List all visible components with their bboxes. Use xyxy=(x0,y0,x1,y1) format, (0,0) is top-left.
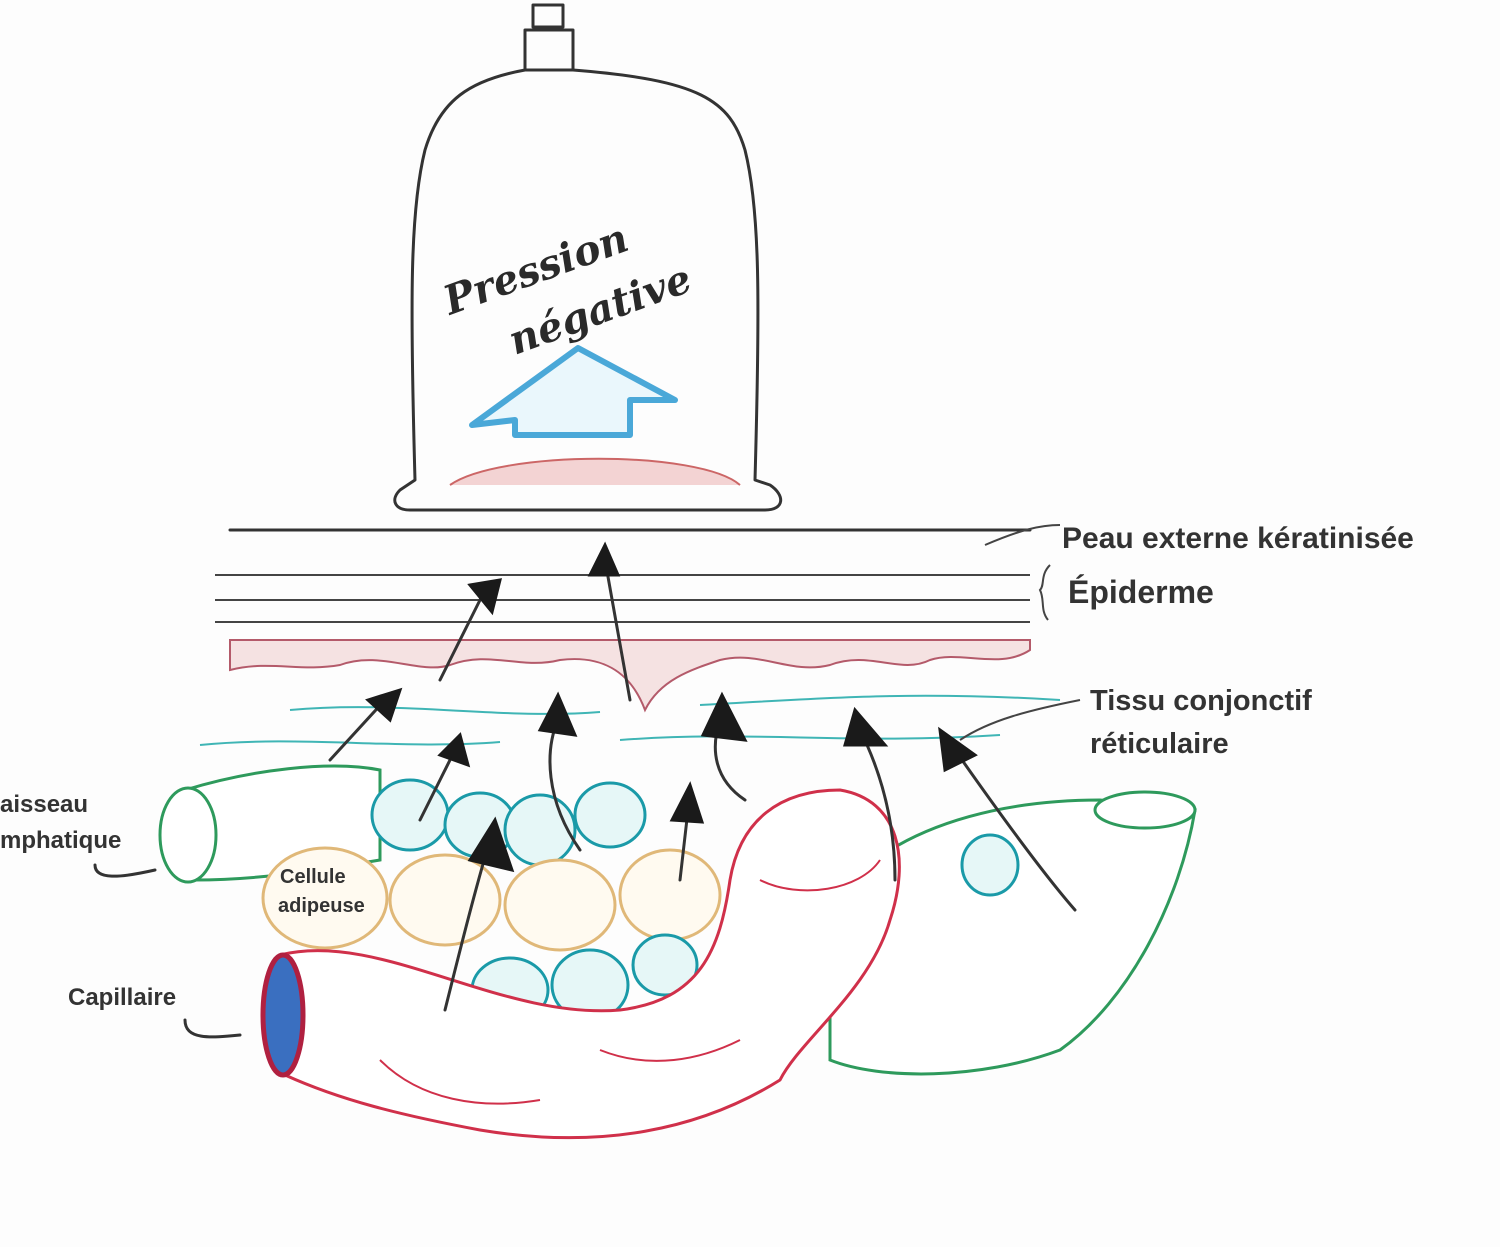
cell xyxy=(503,793,577,867)
lymph-vessel-opening xyxy=(1093,790,1197,830)
raised-skin xyxy=(449,457,741,486)
capillary-opening xyxy=(260,952,306,1078)
lymph-vessel-opening xyxy=(158,786,218,884)
label-connective-line1: Tissu conjonctif xyxy=(1090,685,1312,717)
capillary xyxy=(260,788,901,1140)
flow-arrow xyxy=(418,748,457,822)
dermis-layer xyxy=(229,639,1031,713)
capillary-arrow-icon xyxy=(183,1018,242,1039)
arrow-head-icon xyxy=(700,691,748,742)
arrow-head-icon xyxy=(843,706,889,747)
label-capillary: Capillaire xyxy=(68,984,176,1011)
label-lymph-line1: aisseau xyxy=(0,791,88,818)
fat-cell xyxy=(388,853,502,947)
arrow-head-icon xyxy=(437,732,471,768)
epidermis-lines xyxy=(215,574,1030,623)
arrow-head-icon xyxy=(365,687,403,723)
lymph-vessel-right xyxy=(823,790,1197,1076)
skin-layers xyxy=(199,528,1061,746)
flow-arrow xyxy=(603,558,632,702)
cup-neck xyxy=(523,28,575,72)
flow-arrow xyxy=(438,588,487,682)
label-fat-line2: adipeuse xyxy=(278,895,365,917)
fat-cell xyxy=(503,858,617,952)
cup-dome xyxy=(393,68,783,512)
arrow-head-icon xyxy=(938,726,978,773)
lymph-arrow-icon xyxy=(93,863,157,878)
label-epidermis: Épiderme xyxy=(1068,574,1214,610)
arrow-head-icon xyxy=(537,691,578,737)
cell xyxy=(370,778,450,852)
flow-arrow xyxy=(328,698,387,762)
flow-arrows xyxy=(328,541,1077,1012)
label-lymph-line2: mphatique xyxy=(0,827,121,854)
label-connective-line2: réticulaire xyxy=(1090,728,1229,760)
arrow-head-icon xyxy=(669,781,705,824)
label-fat-line1: Cellule xyxy=(280,866,346,888)
arrow-head-icon xyxy=(467,578,503,616)
epidermis-brace xyxy=(1038,564,1051,621)
flow-arrow xyxy=(953,748,1077,912)
label-outer-skin: Peau externe kératinisée xyxy=(1062,522,1414,555)
arrow-head-icon xyxy=(587,541,621,577)
outer-skin-pointer xyxy=(984,524,1061,546)
fat-cell xyxy=(618,848,722,942)
connective-pointer xyxy=(959,699,1081,741)
connective-fibers xyxy=(199,694,1061,746)
capillary-segments xyxy=(379,859,881,1105)
cup-valve xyxy=(531,3,565,29)
cell xyxy=(960,833,1020,897)
upward-arrow-icon xyxy=(469,345,678,438)
capillary-body xyxy=(278,788,901,1140)
arrow-head-icon xyxy=(467,816,515,873)
fat-cell xyxy=(261,846,389,950)
cell xyxy=(631,933,699,997)
suction-cup: Pression négative xyxy=(393,3,783,512)
cell xyxy=(573,781,647,849)
